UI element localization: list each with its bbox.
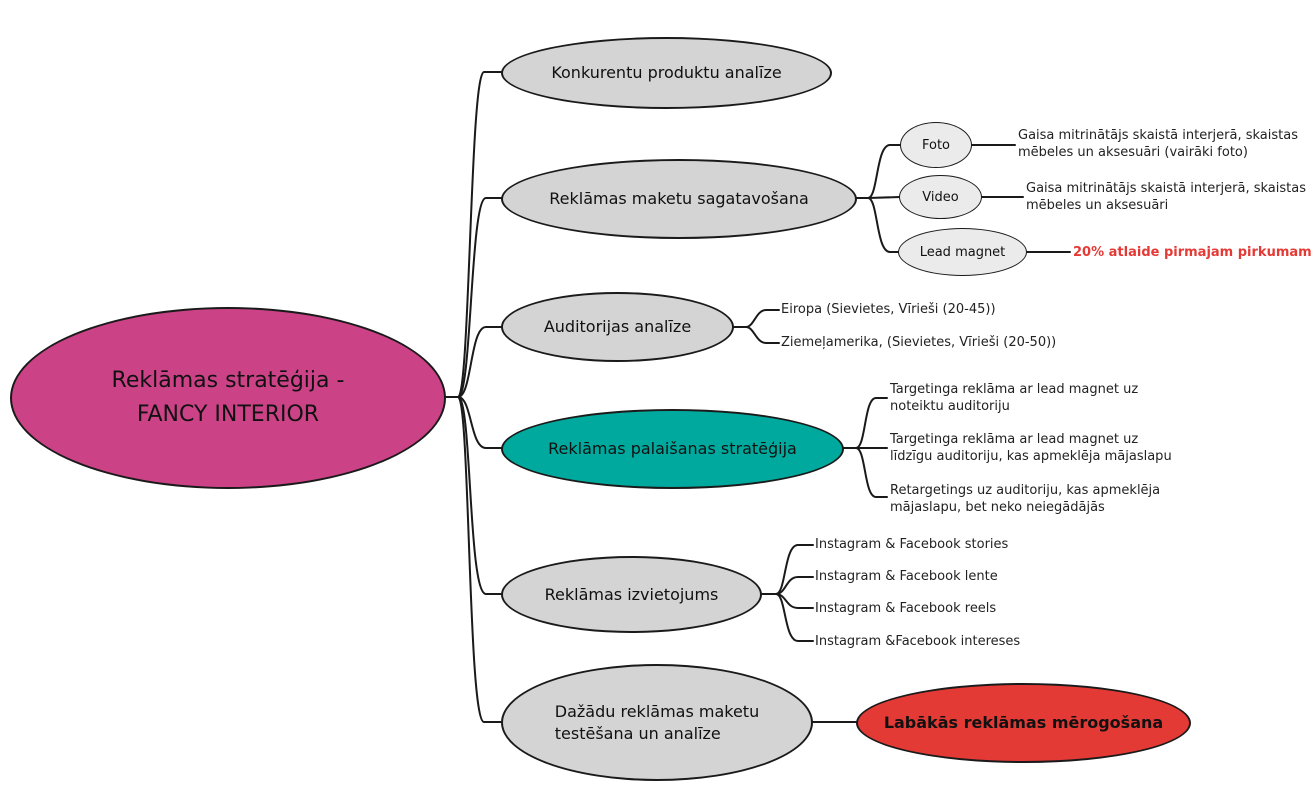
subnode-video[interactable]: Video	[899, 175, 982, 219]
branch-palaisanas-strategija[interactable]: Reklāmas palaišanas stratēģija	[501, 409, 844, 489]
branch-auditorijas-analize[interactable]: Auditorijas analīze	[501, 292, 734, 362]
branch-label: Reklāmas izvietojums	[544, 584, 719, 604]
strategy-retargeting: Retargetings uz auditoriju, kas apmeklēj…	[890, 483, 1161, 515]
subnode-lead-magnet[interactable]: Lead magnet	[898, 228, 1027, 276]
branch-label-line-1: Dažādu reklāmas maketu	[554, 701, 760, 721]
branch-label: Reklāmas maketu sagatavošana	[549, 189, 809, 208]
branch-label: Reklāmas palaišanas stratēģija	[548, 439, 797, 458]
strategy-targeting-lead: Targetinga reklāma ar lead magnet uz not…	[890, 382, 1139, 414]
branch-label: Auditorijas analīze	[543, 317, 692, 336]
foto-description: Gaisa mitrinātājs skaistā interjerā, ska…	[1018, 128, 1298, 160]
placement-stories: Instagram & Facebook stories	[815, 537, 1009, 552]
strategy-lookalike: Targetinga reklāma ar lead magnet uz līd…	[890, 432, 1172, 464]
branch-label-line-2: testēšana un analīze	[554, 723, 721, 743]
branch-maketu-sagatavosana[interactable]: Reklāmas maketu sagatavošana	[501, 159, 857, 239]
placement-interests: Instagram &Facebook intereses	[815, 634, 1021, 649]
branch-label: Konkurentu produktu analīze	[551, 63, 782, 82]
lead-magnet-offer: 20% atlaide pirmajam pirkumam	[1073, 245, 1312, 260]
subnode-label: Video	[922, 189, 959, 205]
branch-konkurentu-analize[interactable]: Konkurentu produktu analīze	[501, 37, 832, 109]
branch-merogosana[interactable]: Labākās reklāmas mērogošana	[856, 683, 1191, 763]
branch-label: Labākās reklāmas mērogošana	[883, 713, 1164, 732]
subnode-foto[interactable]: Foto	[900, 122, 972, 168]
branch-testesana-analize[interactable]: Dažādu reklāmas maketu testēšana un anal…	[501, 664, 813, 781]
root-title-line-1: Reklāmas stratēģija -	[111, 368, 345, 393]
root-title-line-2: FANCY INTERIOR	[136, 402, 320, 427]
placement-reels: Instagram & Facebook reels	[815, 601, 997, 616]
subnode-label: Foto	[921, 137, 951, 153]
audience-north-america: Ziemeļamerika, (Sievietes, Vīrieši (20-5…	[781, 335, 1057, 350]
branch-izvietojums[interactable]: Reklāmas izvietojums	[501, 556, 762, 633]
root-topic[interactable]: Reklāmas stratēģija - FANCY INTERIOR	[10, 307, 446, 489]
placement-feed: Instagram & Facebook lente	[815, 569, 998, 584]
audience-europe: Eiropa (Sievietes, Vīrieši (20-45))	[781, 302, 996, 317]
subnode-label: Lead magnet	[919, 244, 1006, 260]
video-description: Gaisa mitrinātājs skaistā interjerā, ska…	[1026, 181, 1306, 213]
